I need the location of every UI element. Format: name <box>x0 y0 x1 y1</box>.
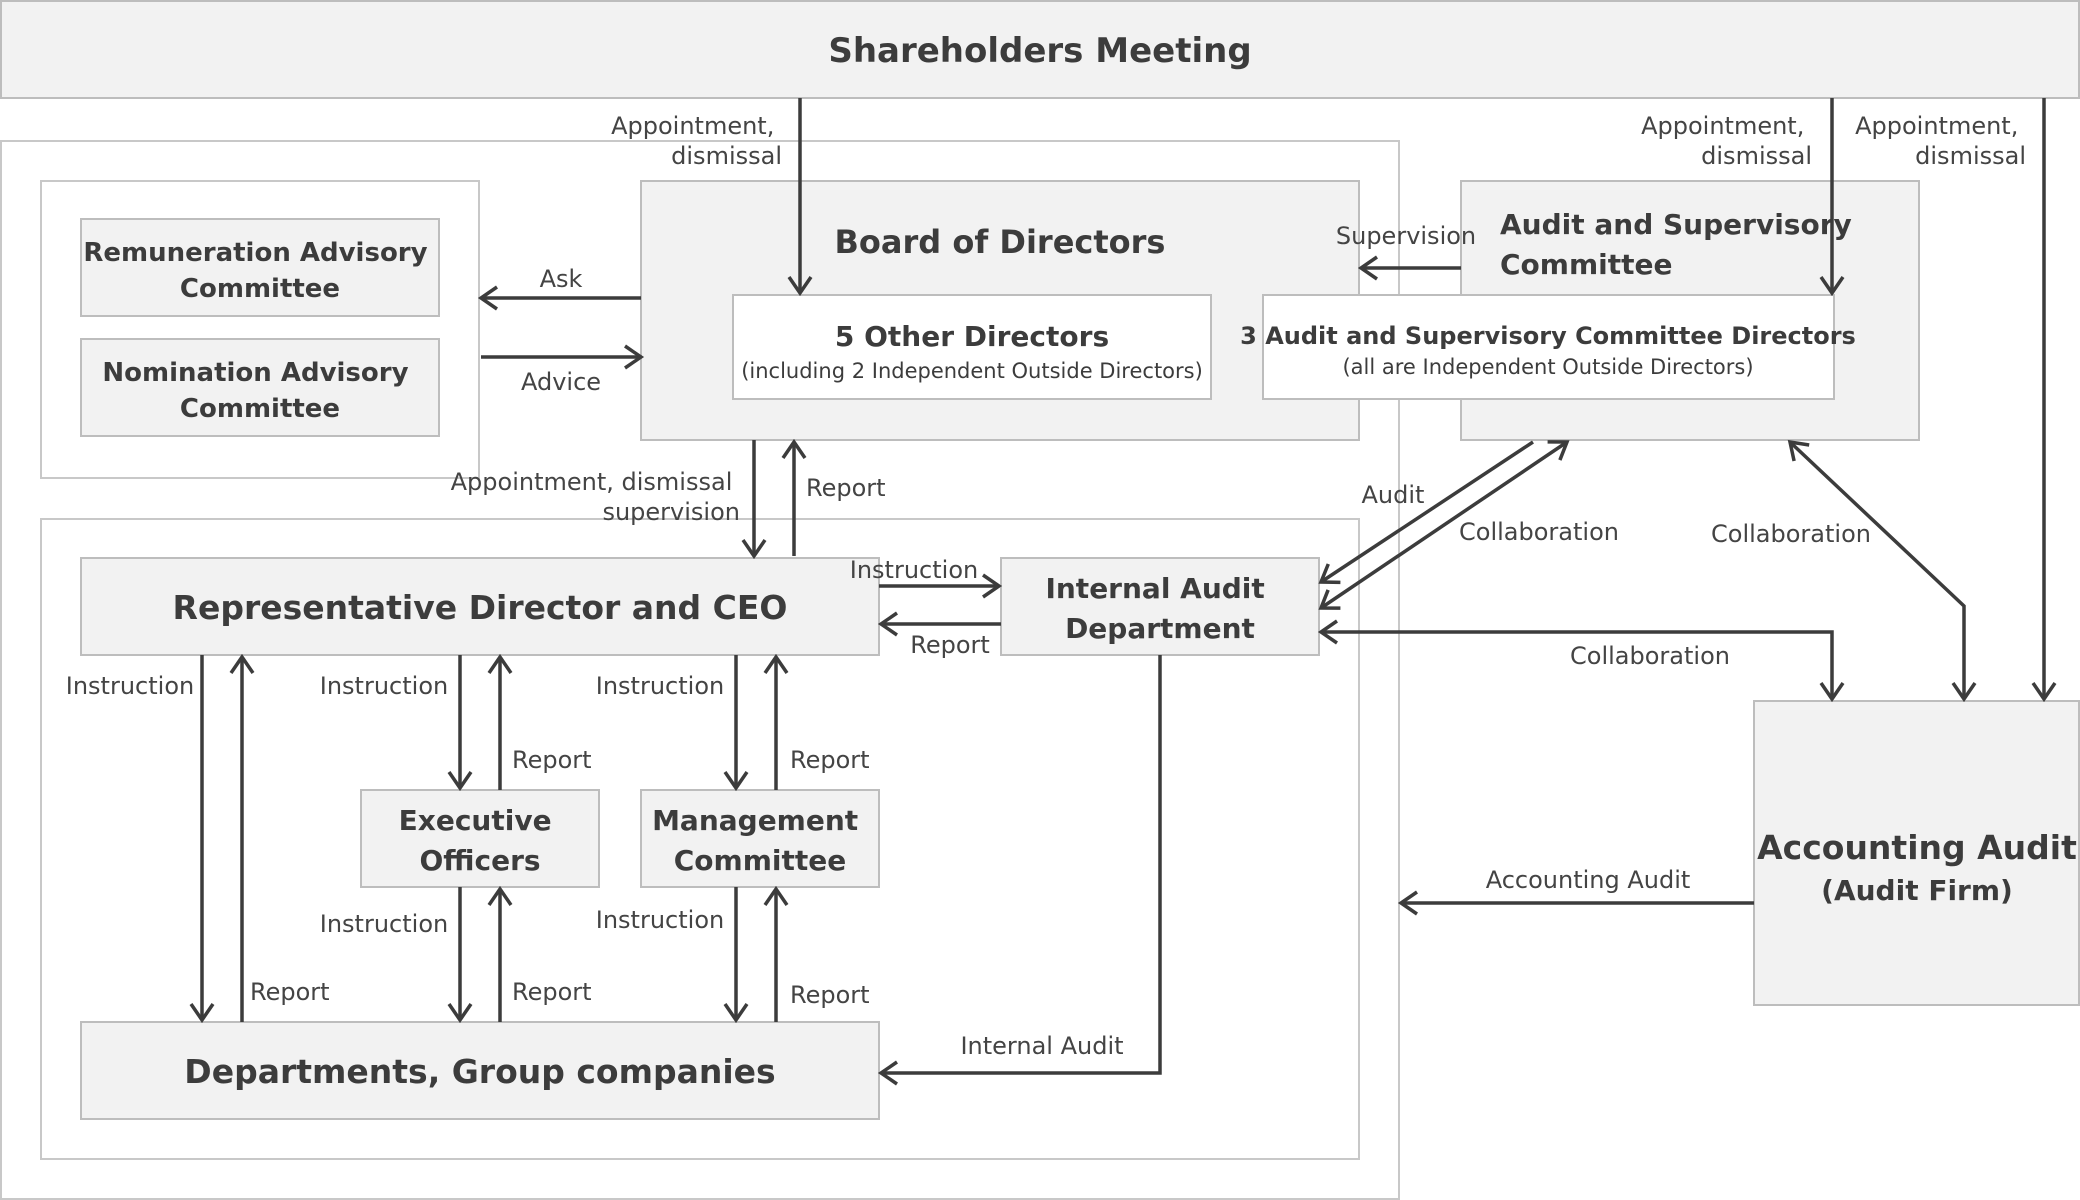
arrow-mgmt-to-departments-end-arrowhead <box>723 1003 749 1024</box>
arrow-asc-audit-to-ia-end-arrowhead <box>1318 563 1341 585</box>
label-instruction-ceo-mgmt: Instruction <box>596 672 724 700</box>
label-instruction-mgmt-dept: Instruction <box>596 906 724 934</box>
label-instruction-ceo-dept: Instruction <box>66 672 194 700</box>
arrow-ia-accounting-collaboration-end-arrowhead <box>1819 682 1845 703</box>
arrow-ceo-to-internal-audit-end-arrowhead <box>982 573 1003 599</box>
asc-directors-sublabel: (all are Independent Outside Directors) <box>1342 355 1753 379</box>
label-appointment-board: Appointment, dismissal <box>611 112 782 170</box>
arrow-ceo-to-mgmt-end-arrowhead <box>723 771 749 792</box>
label-instruction-ceo-exec: Instruction <box>320 672 448 700</box>
arrow-departments-report-to-exec-end-arrowhead <box>487 885 513 906</box>
audit-supervisory-committee-label: Audit and Supervisory Committee <box>1500 208 1862 281</box>
arrow-ceo-to-departments-end-arrowhead <box>189 1003 215 1024</box>
arrow-ia-asc-collaboration-end-arrowhead <box>1318 589 1341 610</box>
internal-audit-department-label: Internal Audit Department <box>1045 572 1274 645</box>
remuneration-advisory-committee-label: Remuneration Advisory Committee <box>83 238 436 304</box>
label-collaboration-ia-acc: Collaboration <box>1570 642 1730 670</box>
label-audit: Audit <box>1362 481 1425 509</box>
arrow-ask-end-arrowhead <box>477 285 498 311</box>
arrow-asc-accounting-collaboration-start-arrowhead <box>1787 439 1810 462</box>
asc-directors-box <box>1262 294 1835 400</box>
arrow-exec-report-to-ceo-end-arrowhead <box>487 653 513 674</box>
management-committee-box <box>640 789 880 888</box>
departments-group-companies-label: Departments, Group companies <box>184 1052 775 1091</box>
label-appointment-accounting: Appointment, dismissal <box>1855 112 2026 170</box>
advisory-frame <box>40 180 480 479</box>
label-ask: Ask <box>540 265 583 293</box>
arrow-departments-report-to-ceo-end-arrowhead <box>229 653 255 674</box>
shareholders-meeting-label: Shareholders Meeting <box>828 31 1251 71</box>
label-appointment-asc: Appointment, dismissal <box>1641 112 1812 170</box>
nomination-advisory-committee-box <box>80 338 440 437</box>
arrow-mgmt-report-to-ceo-end-arrowhead <box>763 653 789 674</box>
management-committee-label: Management Committee <box>652 804 868 877</box>
arrow-asc-audit-to-ia <box>1320 440 1534 584</box>
company-frame <box>0 140 1400 1200</box>
label-report-dept-exec: Report <box>512 978 592 1006</box>
arrow-board-to-ceo-end-arrowhead <box>741 539 767 560</box>
arrow-ia-asc-collaboration-start-arrowhead <box>1547 440 1570 461</box>
executive-officers-label: Executive Officers <box>399 804 562 877</box>
arrow-asc-accounting-collaboration-end-arrowhead <box>1951 682 1977 703</box>
label-report-dept-mgmt: Report <box>790 981 870 1009</box>
arrow-departments-report-to-mgmt-end-arrowhead <box>763 885 789 906</box>
label-internal-audit: Internal Audit <box>960 1032 1123 1060</box>
accounting-audit-sublabel: (Audit Firm) <box>1821 874 2013 907</box>
asc-directors-label: 3 Audit and Supervisory Committee Direct… <box>1240 322 1856 350</box>
label-appointment-supervision: Appointment, dismissal supervision <box>451 468 740 526</box>
ceo-label: Representative Director and CEO <box>173 588 788 627</box>
label-report-exec-ceo: Report <box>512 746 592 774</box>
shareholders-meeting-box <box>0 0 2080 99</box>
arrow-internal-audit-to-departments <box>881 655 1162 1075</box>
departments-group-companies-box <box>80 1021 880 1120</box>
arrow-shareholders-to-asc-end-arrowhead <box>1819 276 1845 297</box>
label-advice: Advice <box>521 368 601 396</box>
label-report-ia-ceo: Report <box>910 631 990 659</box>
other-directors-sublabel: (including 2 Independent Outside Directo… <box>741 359 1203 383</box>
label-supervision: Supervision <box>1336 222 1476 250</box>
arrow-ia-accounting-collaboration-start-arrowhead <box>1317 619 1338 645</box>
connectors <box>189 98 2057 1086</box>
label-accounting-audit: Accounting Audit <box>1486 866 1691 894</box>
other-directors-box <box>732 294 1212 400</box>
label-collaboration-asc-acc: Collaboration <box>1711 520 1871 548</box>
arrow-advice-end-arrowhead <box>624 344 645 370</box>
accounting-audit-box <box>1753 700 2080 1006</box>
label-instruction-exec-dept: Instruction <box>320 910 448 938</box>
arrow-ceo-to-exec-end-arrowhead <box>447 771 473 792</box>
label-report-board: Report <box>806 474 886 502</box>
nomination-advisory-committee-label: Nomination Advisory Committee <box>102 358 417 424</box>
label-collaboration-asc-ia: Collaboration <box>1459 518 1619 546</box>
arrow-ceo-report-to-board-end-arrowhead <box>781 438 807 459</box>
board-of-directors-label: Board of Directors <box>835 223 1166 261</box>
arrow-shareholders-to-accounting-end-arrowhead <box>2031 682 2057 703</box>
arrow-supervision-end-arrowhead <box>1357 255 1378 281</box>
arrow-shareholders-to-board-end-arrowhead <box>787 276 813 297</box>
arrow-exec-to-departments-end-arrowhead <box>447 1003 473 1024</box>
label-instruction-ceo-ia: Instruction <box>850 556 978 584</box>
arrow-internal-audit-report-to-ceo-end-arrowhead <box>877 611 898 637</box>
arrow-internal-audit-to-departments-end-arrowhead <box>877 1060 898 1086</box>
internal-audit-department-box <box>1000 557 1320 656</box>
arrow-ia-asc-collaboration <box>1320 440 1568 610</box>
label-report-mgmt-ceo: Report <box>790 746 870 774</box>
ceo-box <box>80 557 880 656</box>
other-directors-label: 5 Other Directors <box>835 320 1109 353</box>
arrow-ia-accounting-collaboration <box>1321 630 1834 699</box>
label-report-dept-ceo: Report <box>250 978 330 1006</box>
arrow-accounting-audit-end-arrowhead <box>1397 890 1418 916</box>
remuneration-advisory-committee-box <box>80 218 440 317</box>
execution-frame <box>40 518 1360 1160</box>
executive-officers-box <box>360 789 600 888</box>
accounting-audit-label: Accounting Audit <box>1757 828 2077 867</box>
arrow-asc-accounting-collaboration <box>1788 440 1966 699</box>
